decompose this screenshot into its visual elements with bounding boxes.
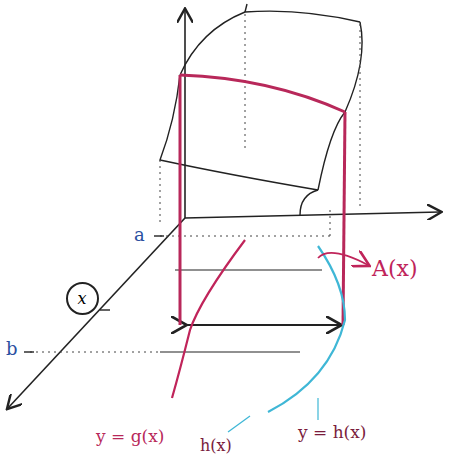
surface-edge — [180, 11, 360, 75]
tick-label: b — [6, 340, 18, 358]
tick — [100, 309, 110, 310]
curve-h — [268, 246, 345, 412]
z-axis — [184, 10, 186, 218]
tick — [154, 235, 164, 236]
guide-line — [160, 160, 161, 225]
section-edge — [179, 75, 182, 325]
curve-label: y = g(x) — [96, 428, 164, 445]
guide-line — [330, 210, 331, 240]
tick — [24, 351, 34, 352]
tick-label: a — [134, 226, 145, 244]
pointer-arrow — [318, 253, 368, 265]
curve-g — [172, 240, 245, 398]
section-edge — [343, 112, 345, 325]
leader-line — [228, 416, 250, 432]
surface-edge — [245, 4, 247, 12]
curve-label: y = h(x) — [298, 424, 366, 441]
y-axis — [185, 212, 440, 218]
width-arrow — [185, 324, 340, 326]
guide-line — [360, 24, 361, 210]
section-edge — [180, 75, 345, 112]
slice-line — [175, 269, 322, 270]
circled-variable: x — [66, 282, 99, 315]
surface-edge — [318, 22, 362, 190]
guide-line — [30, 352, 160, 353]
guide-line — [160, 236, 330, 237]
variable-label: x — [77, 289, 86, 308]
surface-edge — [300, 190, 318, 215]
slice-line — [160, 351, 300, 352]
leader-line — [317, 398, 318, 420]
curve-label: h(x) — [200, 438, 232, 454]
x-axis — [8, 218, 185, 408]
area-label: A(x) — [372, 258, 417, 280]
